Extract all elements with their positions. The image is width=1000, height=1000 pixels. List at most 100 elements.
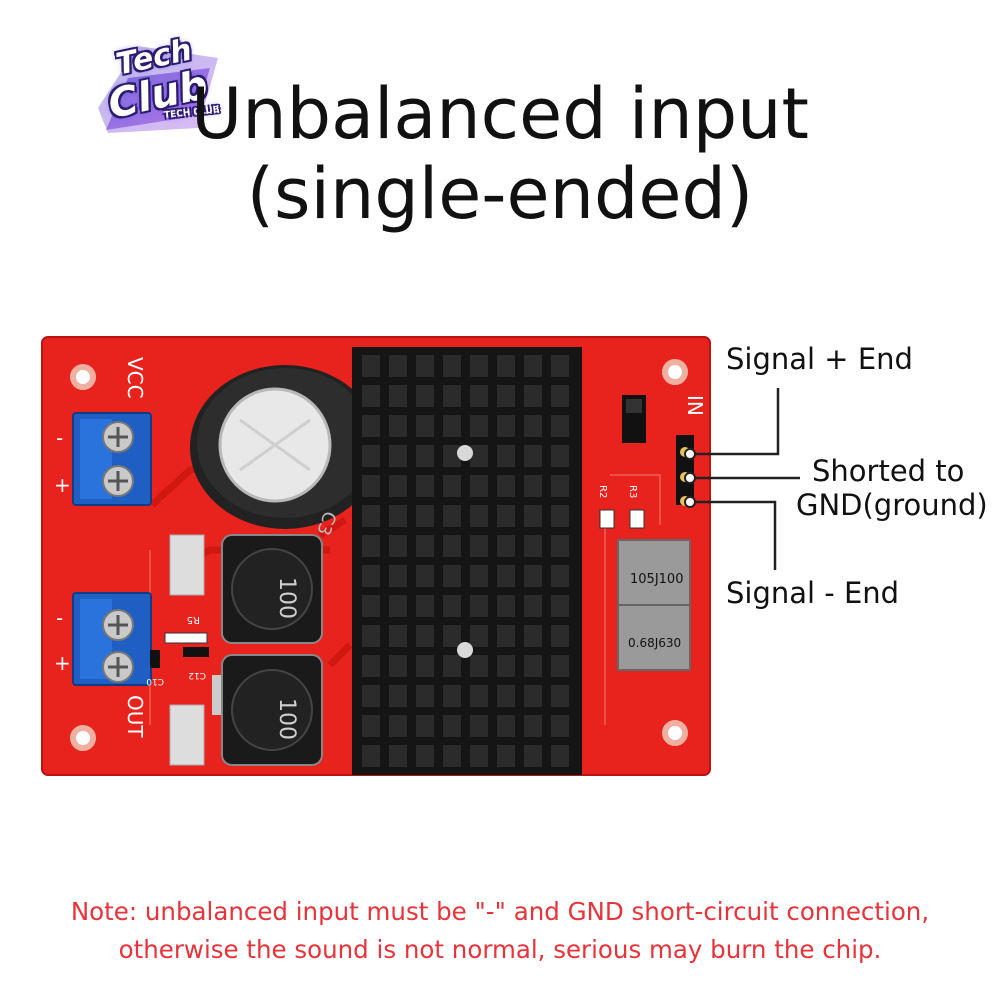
heatsink-fin	[524, 715, 542, 737]
c10-label: C10	[146, 676, 164, 686]
r3-label: R3	[627, 485, 638, 498]
inductor-bottom-label: 100	[274, 698, 299, 740]
heatsink-fin	[389, 685, 407, 707]
warning-note-line-2: otherwise the sound is not normal, serio…	[118, 935, 882, 964]
heatsink-fin	[362, 625, 380, 647]
heatsink-fin	[443, 505, 461, 527]
shorted-to-gnd-label-line-2: GND(ground)	[796, 488, 988, 522]
page-title-line-1: Unbalanced input	[191, 73, 809, 155]
amplifier-board-drawing: VCC OUT IN - + - +	[41, 336, 711, 776]
heatsink-fin	[416, 595, 434, 617]
heatsink-fin	[551, 745, 569, 767]
heatsink-fin	[497, 655, 515, 677]
heatsink-fin	[524, 595, 542, 617]
heatsink-fin	[416, 535, 434, 557]
heatsink-fin	[443, 565, 461, 587]
heatsink-fin	[389, 655, 407, 677]
brand-logo: Tech Club TECH CLUB	[78, 32, 228, 138]
mounting-holes	[70, 359, 688, 751]
heatsink-fin	[470, 445, 488, 467]
heatsink-fin	[416, 685, 434, 707]
heatsink-fin	[497, 595, 515, 617]
heatsink-fin	[497, 625, 515, 647]
heatsink-fin	[416, 715, 434, 737]
heatsink-fin	[524, 415, 542, 437]
heatsink-fin	[443, 355, 461, 377]
heatsink-fin	[416, 475, 434, 497]
heatsink-fin	[470, 415, 488, 437]
input-header-pins	[676, 435, 694, 506]
heatsink-fin	[470, 475, 488, 497]
heatsink-fin	[551, 415, 569, 437]
heatsink-fin	[443, 685, 461, 707]
heatsink-fin	[497, 415, 515, 437]
warning-note-line-1: Note: unbalanced input must be "-" and G…	[70, 897, 930, 926]
heatsink-fin	[443, 595, 461, 617]
amplifier-board: VCC OUT IN - + - +	[40, 325, 720, 785]
heatsink-fin	[362, 565, 380, 587]
shorted-to-gnd-label-line-1: Shorted to	[812, 454, 965, 488]
heatsink-fin	[416, 445, 434, 467]
heatsink-fin	[524, 355, 542, 377]
heatsink-fin	[443, 535, 461, 557]
heatsink-fin	[443, 475, 461, 497]
heatsink-fin	[362, 505, 380, 527]
heatsink-fin	[443, 445, 461, 467]
heatsink-fin	[416, 385, 434, 407]
heatsink-fin	[416, 355, 434, 377]
heatsink-fin	[443, 415, 461, 437]
heatsink-fin	[470, 565, 488, 587]
heatsink-fin	[362, 685, 380, 707]
heatsink-fin	[443, 655, 461, 677]
heatsink-fin	[551, 625, 569, 647]
heatsink-fin	[524, 745, 542, 767]
heatsink-fin	[497, 535, 515, 557]
heatsink-fin	[497, 505, 515, 527]
heatsink-fin	[416, 565, 434, 587]
heatsink-fin	[470, 685, 488, 707]
heatsink-fin	[524, 475, 542, 497]
heatsink-fin	[470, 535, 488, 557]
heatsink-fin	[551, 685, 569, 707]
out-label: OUT	[123, 695, 147, 738]
vcc-minus-sign: -	[56, 426, 63, 450]
electrolytic-capacitor: C3	[190, 365, 380, 538]
heatsink-fin	[443, 625, 461, 647]
heatsink-fin	[389, 385, 407, 407]
out-minus-sign: -	[56, 606, 63, 630]
heatsink-fin	[524, 505, 542, 527]
heatsink-fin	[362, 745, 380, 767]
heatsink-fin	[470, 505, 488, 527]
signal-plus-label: Signal + End	[726, 342, 913, 376]
heatsink-fin	[551, 505, 569, 527]
film-capacitor-bottom-label: 0.68J630	[628, 636, 681, 650]
heatsink-fin	[362, 595, 380, 617]
heatsink-fin	[362, 415, 380, 437]
heatsink-fin	[524, 655, 542, 677]
inductor-bottom: 100	[221, 654, 323, 766]
heatsink-fin	[497, 745, 515, 767]
heatsink-fin	[389, 415, 407, 437]
heatsink-fin	[551, 655, 569, 677]
heatsink-fin	[551, 385, 569, 407]
r5-label: R5	[187, 614, 200, 625]
heatsink-fin	[443, 715, 461, 737]
out-plus-sign: +	[54, 651, 71, 675]
heatsink-fin	[551, 445, 569, 467]
heatsink-fin	[497, 385, 515, 407]
heatsink-fin	[389, 745, 407, 767]
heatsink-fin	[551, 355, 569, 377]
c12-label: C12	[188, 670, 206, 680]
heatsink-fin	[362, 655, 380, 677]
r2-label: R2	[597, 485, 608, 498]
heatsink-fin	[416, 625, 434, 647]
heatsink-fin	[443, 385, 461, 407]
heatsink-fin	[470, 385, 488, 407]
heatsink-fin	[497, 475, 515, 497]
heatsink-fin	[362, 475, 380, 497]
page-title-line-2: (single-ended)	[246, 153, 754, 235]
heatsink-fin	[362, 715, 380, 737]
heatsink-fin	[470, 655, 488, 677]
heatsink-fin	[362, 355, 380, 377]
heatsink-fin	[551, 535, 569, 557]
